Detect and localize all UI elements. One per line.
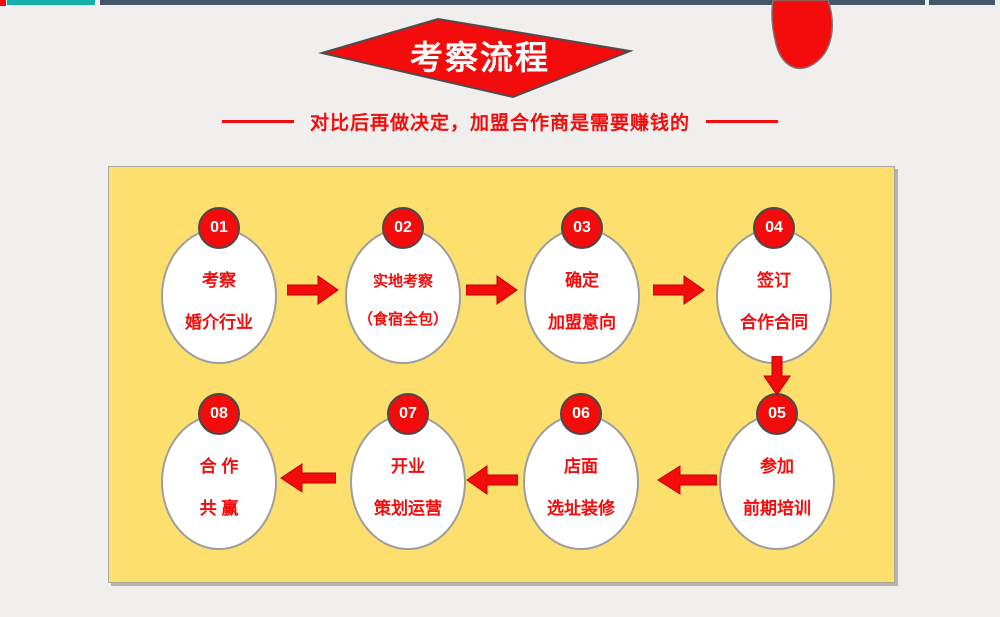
step-6-line1: 店面 bbox=[564, 456, 598, 476]
step-4-ellipse: 04 签订 合作合同 bbox=[716, 207, 832, 364]
arrow-left-icon bbox=[280, 463, 336, 493]
step-number: 02 bbox=[394, 219, 412, 236]
step-number: 08 bbox=[210, 405, 228, 422]
subtitle-row: 对比后再做决定，加盟合作商是需要赚钱的 bbox=[0, 108, 1000, 134]
subtitle-left-line bbox=[221, 119, 294, 123]
step-number: 05 bbox=[768, 405, 786, 422]
step-5-line2: 前期培训 bbox=[743, 498, 811, 518]
diamond-banner-shape bbox=[318, 17, 634, 99]
step-2-ellipse: 02 实地考察 （食宿全包） bbox=[345, 207, 461, 364]
step-4-line2: 合作合同 bbox=[740, 312, 808, 332]
step-7-ellipse: 07 开业 策划运营 bbox=[350, 393, 466, 550]
page-title: 考察流程 bbox=[410, 39, 550, 76]
step-7-line2: 策划运营 bbox=[374, 498, 442, 518]
step-7-line1: 开业 bbox=[391, 456, 425, 476]
teal-accent-bar bbox=[7, 0, 95, 5]
arrow-left-icon bbox=[466, 465, 518, 495]
step-8-line2: 共 赢 bbox=[199, 498, 239, 518]
step-6-line2: 选址装修 bbox=[547, 498, 615, 518]
arrow-down-icon bbox=[763, 356, 791, 396]
step-4-number-badge: 04 bbox=[753, 207, 795, 249]
step-number: 01 bbox=[210, 219, 228, 236]
step-number: 07 bbox=[399, 405, 417, 422]
step-8-line1: 合 作 bbox=[199, 456, 239, 476]
step-1-line1: 考察 bbox=[202, 270, 236, 290]
step-5-line1: 参加 bbox=[760, 456, 794, 476]
dark-top-bar-right bbox=[929, 0, 995, 5]
dark-top-bar-left bbox=[100, 0, 925, 5]
step-2-number-badge: 02 bbox=[382, 207, 424, 249]
step-8-number-badge: 08 bbox=[198, 393, 240, 435]
step-5-ellipse: 05 参加 前期培训 bbox=[719, 393, 835, 550]
step-4-line1: 签订 bbox=[757, 270, 791, 290]
step-3-line1: 确定 bbox=[565, 270, 599, 290]
subtitle-right-line bbox=[706, 119, 778, 123]
subtitle-text: 对比后再做决定，加盟合作商是需要赚钱的 bbox=[309, 112, 690, 134]
step-5-number-badge: 05 bbox=[756, 393, 798, 435]
step-7-number-badge: 07 bbox=[387, 393, 429, 435]
step-2-line2: （食宿全包） bbox=[357, 310, 448, 328]
step-6-ellipse: 06 店面 选址装修 bbox=[523, 393, 639, 550]
step-1-line2: 婚介行业 bbox=[185, 312, 253, 332]
red-petal-decoration bbox=[771, 0, 833, 70]
arrow-right-icon bbox=[653, 275, 705, 305]
red-corner-square bbox=[0, 0, 6, 6]
arrow-right-icon bbox=[466, 275, 518, 305]
step-6-number-badge: 06 bbox=[560, 393, 602, 435]
step-number: 04 bbox=[765, 219, 783, 236]
step-8-ellipse: 08 合 作 共 赢 bbox=[161, 393, 277, 550]
step-number: 06 bbox=[572, 405, 590, 422]
step-3-number-badge: 03 bbox=[561, 207, 603, 249]
step-2-line1: 实地考察 bbox=[372, 272, 433, 290]
step-1-number-badge: 01 bbox=[198, 207, 240, 249]
step-number: 03 bbox=[573, 219, 591, 236]
arrow-left-icon bbox=[657, 465, 717, 495]
step-1-ellipse: 01 考察 婚介行业 bbox=[161, 207, 277, 364]
step-3-ellipse: 03 确定 加盟意向 bbox=[524, 207, 640, 364]
step-3-line2: 加盟意向 bbox=[548, 312, 616, 332]
arrow-right-icon bbox=[287, 275, 339, 305]
